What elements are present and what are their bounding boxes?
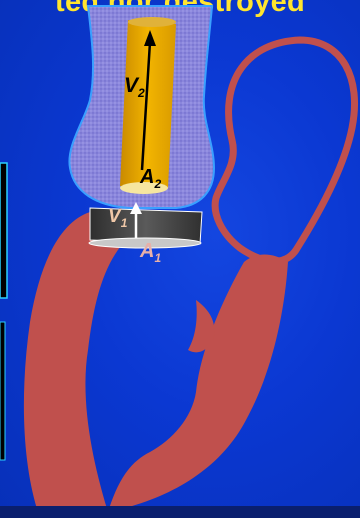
label-v1: V1 xyxy=(108,206,127,228)
label-v2: V2 xyxy=(124,74,145,98)
side-screen-bottom xyxy=(0,322,5,460)
side-screen-top xyxy=(0,163,7,298)
label-a2: A2 xyxy=(140,166,161,189)
bottom-bar xyxy=(0,506,360,518)
label-a1: A1 xyxy=(140,240,161,263)
left-atrium xyxy=(215,40,354,261)
tube-top xyxy=(128,17,176,27)
